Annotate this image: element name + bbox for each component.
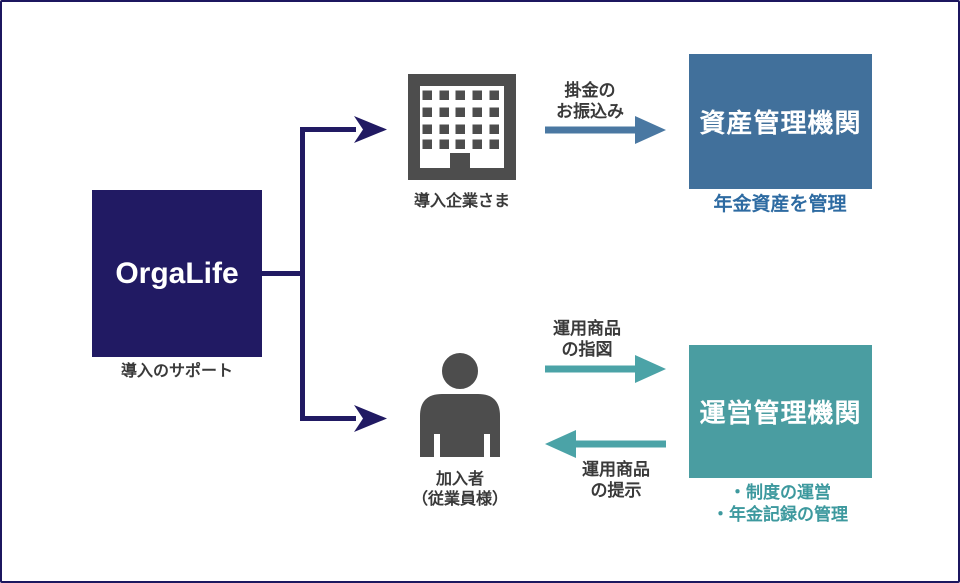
admin-org-box: 運営管理機関 — [689, 345, 872, 478]
premium-arrow-shaft — [545, 126, 637, 134]
premium-flow-line1: 掛金の — [564, 81, 616, 100]
presentation-flow-line1: 運用商品 — [582, 460, 650, 479]
navy-arrowhead-bottom — [354, 405, 387, 432]
asset-org-title: 資産管理機関 — [699, 108, 862, 138]
presentation-arrowhead — [545, 430, 576, 458]
orgalife-box: OrgaLife — [92, 190, 262, 357]
admin-org-bullets: ・制度の運営・年金記録の管理 — [712, 482, 848, 526]
orgalife-caption: 導入のサポート — [120, 363, 234, 380]
premium-flow-label: 掛金のお振込み — [556, 80, 624, 122]
connector-vertical — [300, 127, 305, 421]
connector-stub — [262, 271, 305, 276]
participant-label-line1: 加入者 — [435, 471, 485, 488]
instruction-arrow-shaft — [545, 365, 637, 373]
asset-org-box: 資産管理機関 — [689, 54, 872, 189]
connector-bottom-horizontal — [300, 416, 356, 421]
person-icon — [420, 350, 500, 457]
presentation-arrow-shaft — [574, 440, 666, 448]
participant-label-line2: （従業員様） — [411, 491, 509, 508]
instruction-flow-label: 運用商品の指図 — [553, 318, 621, 360]
instruction-flow-line1: 運用商品 — [553, 319, 621, 338]
instruction-flow-line2: の指図 — [561, 340, 613, 359]
participant-label: 加入者 （従業員様） — [412, 470, 508, 510]
navy-connector — [262, 116, 387, 432]
building-icon — [408, 74, 516, 180]
instruction-arrowhead — [635, 355, 666, 383]
navy-arrowhead-top — [354, 116, 387, 143]
orgalife-title: OrgaLife — [115, 256, 239, 290]
admin-org-bullet-1: ・制度の運営 — [729, 483, 831, 502]
presentation-flow-line2: の提示 — [590, 481, 642, 500]
admin-org-title: 運営管理機関 — [699, 398, 862, 428]
premium-arrowhead — [635, 116, 666, 144]
presentation-flow-label: 運用商品の提示 — [582, 459, 650, 501]
admin-org-bullet-2: ・年金記録の管理 — [712, 505, 848, 524]
presentation-arrow — [545, 430, 666, 458]
premium-flow-line2: お振込み — [556, 102, 624, 121]
connector-top-horizontal — [300, 127, 356, 132]
asset-org-caption: 年金資産を管理 — [713, 194, 847, 215]
company-label: 導入企業さま — [413, 193, 511, 210]
